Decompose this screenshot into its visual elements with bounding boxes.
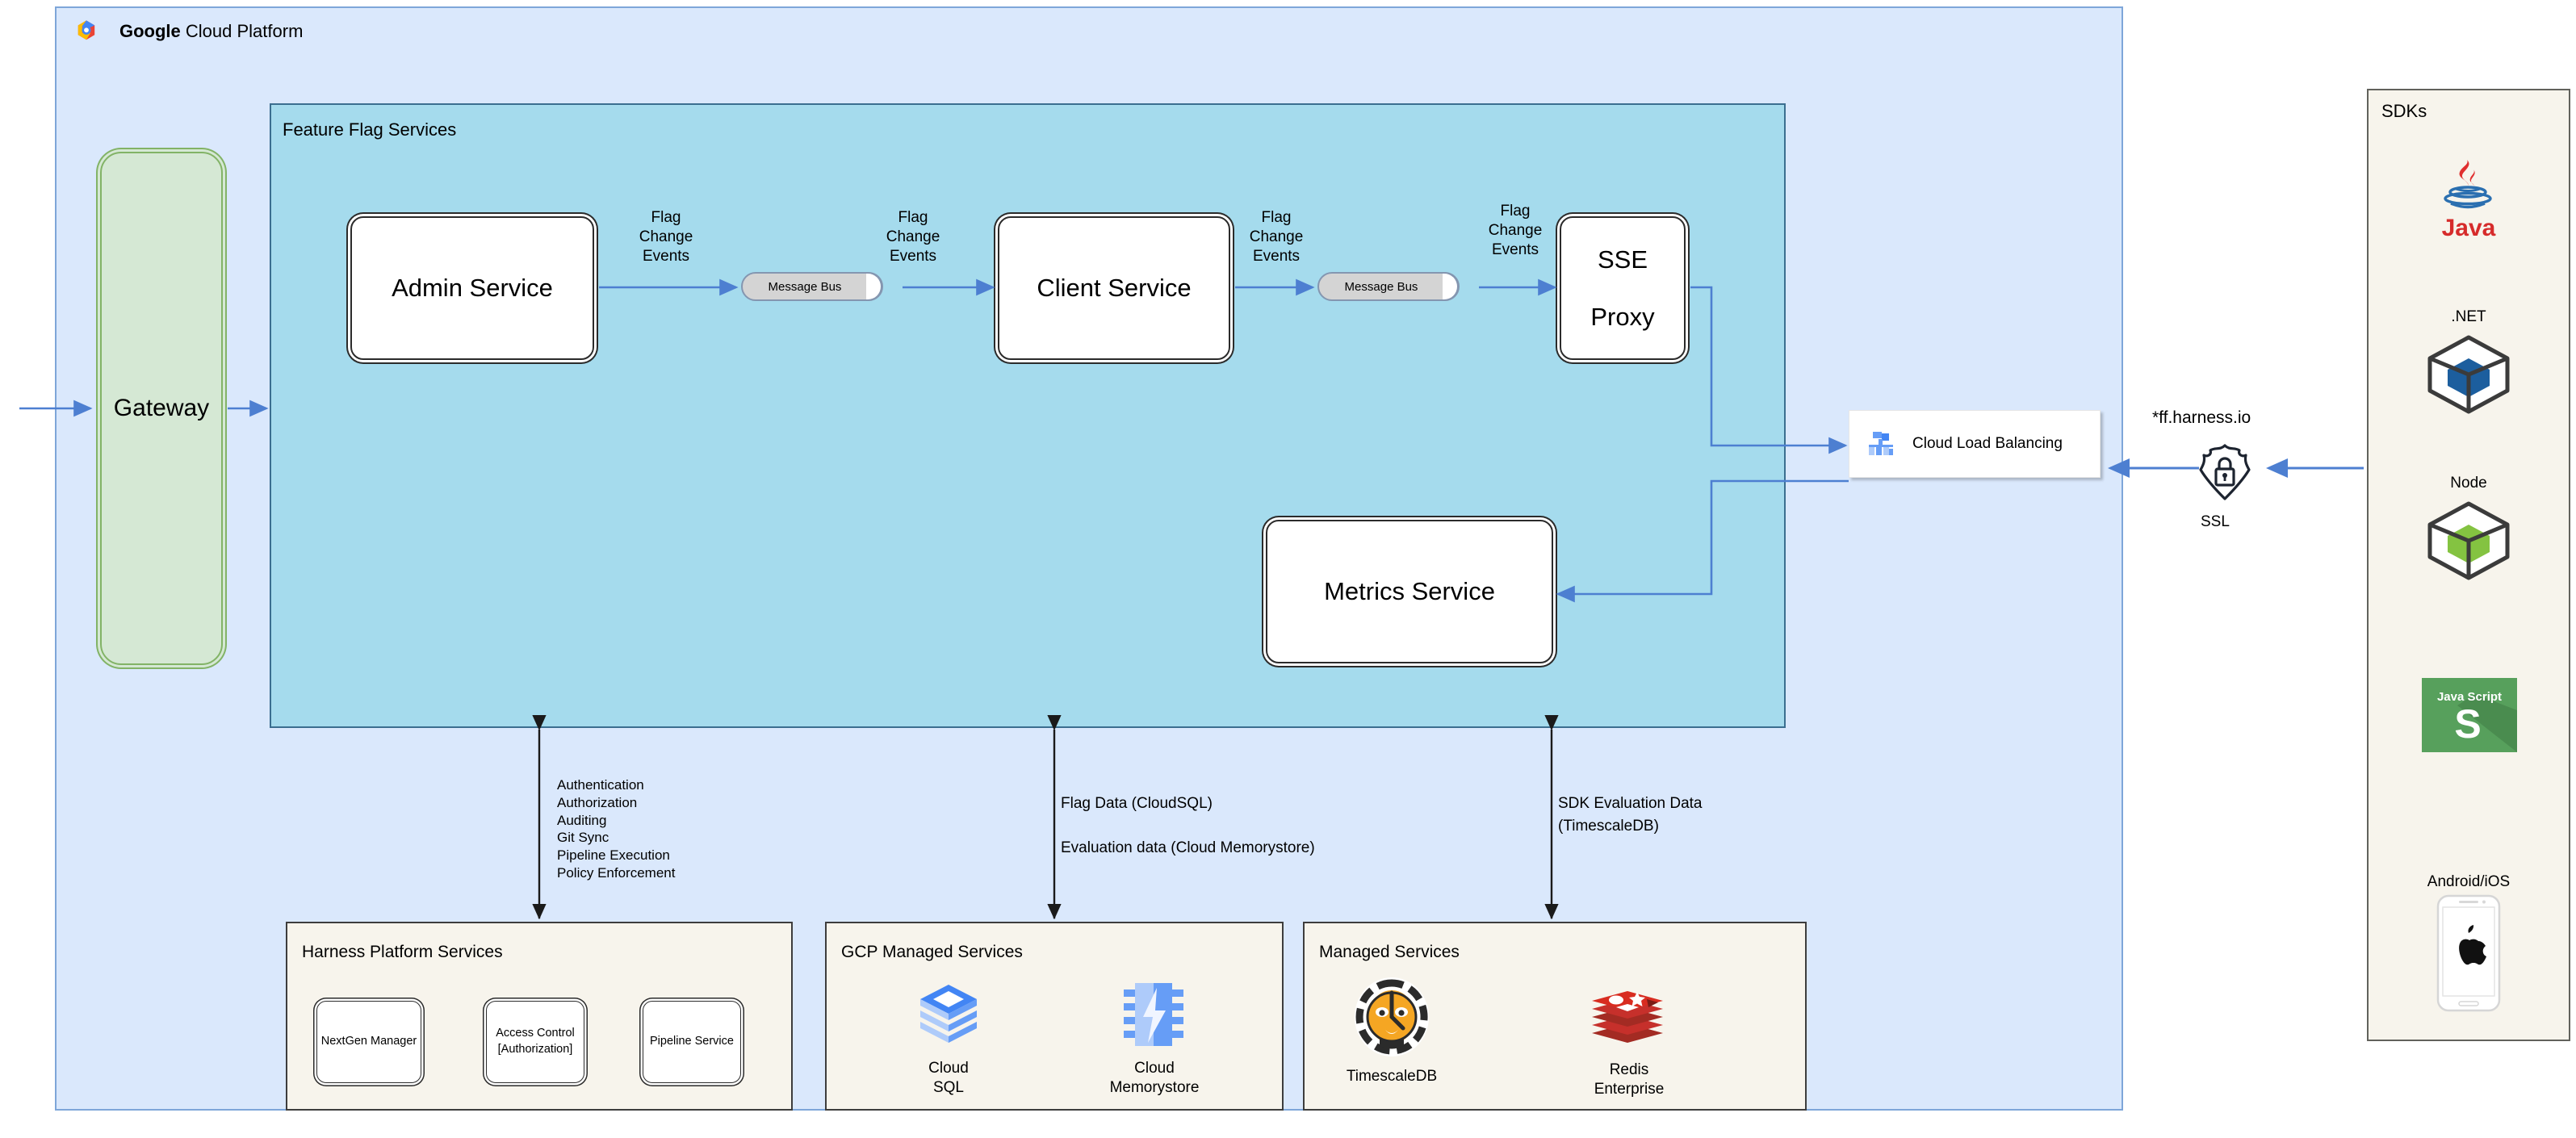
nextgen-manager-label: NextGen Manager	[320, 1035, 417, 1048]
client-service-box[interactable]: Client Service	[998, 216, 1230, 360]
node-label: Node	[2450, 475, 2487, 492]
gcp-managed-services-panel	[825, 922, 1284, 1111]
svg-text:S: S	[2454, 701, 2481, 747]
flow-label-3: Flag Change Events	[1249, 209, 1304, 265]
annotation-gcp-managed: Flag Data (CloudSQL) Evaluation data (Cl…	[1061, 795, 1315, 857]
annotation-managed: SDK Evaluation Data (TimescaleDB)	[1558, 795, 1703, 835]
flow-label-1: Flag Change Events	[639, 209, 693, 265]
cloud-load-balancing-label: Cloud Load Balancing	[1912, 435, 2063, 452]
cloud-memorystore-icon	[1119, 978, 1188, 1055]
message-bus-2-label: Message Bus	[1344, 279, 1418, 294]
pipeline-service-box[interactable]: Pipeline Service	[643, 1001, 741, 1083]
access-control-label: Access Control [Authorization]	[496, 1027, 575, 1056]
gcp-managed-services-title: GCP Managed Services	[841, 943, 1023, 961]
nextgen-manager-box[interactable]: NextGen Manager	[316, 1001, 421, 1083]
gateway-label: Gateway	[113, 395, 210, 421]
timescaledb-tiger-icon	[1353, 977, 1430, 1061]
pipeline-service-label: Pipeline Service	[650, 1035, 734, 1048]
feature-flag-services-title: Feature Flag Services	[283, 119, 457, 140]
message-bus-1[interactable]: Message Bus	[741, 272, 883, 301]
dotnet-cube-icon	[2423, 333, 2514, 420]
redis-enterprise-label: Redis Enterprise	[1594, 1061, 1665, 1098]
dotnet-label: .NET	[2451, 308, 2486, 325]
svg-text:Java Script: Java Script	[2437, 690, 2502, 704]
message-bus-2[interactable]: Message Bus	[1317, 272, 1460, 301]
sse-proxy-box[interactable]: SSE Proxy	[1560, 216, 1686, 360]
cloud-sql-label: Cloud SQL	[928, 1060, 969, 1096]
feature-flag-services-container	[270, 103, 1786, 728]
flow-label-2: Flag Change Events	[886, 209, 940, 265]
gcp-title: Google Cloud Platform	[119, 21, 303, 42]
ssl-label: SSL	[2201, 513, 2230, 530]
access-control-box[interactable]: Access Control [Authorization]	[486, 1001, 584, 1083]
sdks-title: SDKs	[2381, 101, 2427, 121]
harness-platform-services-title: Harness Platform Services	[302, 943, 503, 961]
java-label: Java	[2441, 215, 2496, 241]
redis-icon	[1589, 988, 1666, 1056]
message-bus-1-label: Message Bus	[768, 279, 842, 294]
client-service-label: Client Service	[1037, 274, 1192, 303]
sse-proxy-label: SSE Proxy	[1590, 245, 1654, 332]
cloud-memorystore-label: Cloud Memorystore	[1109, 1060, 1200, 1096]
sse-proxy-line2: Proxy	[1590, 302, 1655, 331]
sse-proxy-line1: SSE	[1597, 245, 1648, 274]
node-cube-icon	[2423, 499, 2514, 587]
managed-services-title: Managed Services	[1319, 943, 1460, 961]
cloud-load-balancing-box[interactable]: Cloud Load Balancing	[1849, 410, 2101, 478]
cloud-sql-icon	[917, 981, 980, 1058]
google-cloud-logo-icon	[73, 18, 100, 45]
cloud-load-balancing-icon	[1864, 429, 1898, 466]
admin-service-box[interactable]: Admin Service	[350, 216, 594, 360]
javascript-logo-icon: Java Script S	[2422, 678, 2517, 752]
gcp-title-bold: Google	[119, 21, 181, 41]
annotation-harness-platform: Authentication Authorization Auditing Gi…	[557, 777, 676, 881]
metrics-service-box[interactable]: Metrics Service	[1266, 520, 1553, 663]
android-ios-label: Android/iOS	[2427, 873, 2511, 890]
ssl-shield-lock-icon	[2196, 442, 2254, 508]
phone-apple-icon	[2436, 894, 2501, 1016]
java-logo-icon	[2431, 158, 2504, 222]
gcp-title-rest: Cloud Platform	[180, 21, 304, 41]
domain-label: *ff.harness.io	[2152, 408, 2251, 427]
gateway-box[interactable]: Gateway	[100, 152, 223, 665]
timescaledb-label: TimescaleDB	[1346, 1068, 1438, 1085]
metrics-service-label: Metrics Service	[1324, 577, 1495, 606]
admin-service-label: Admin Service	[392, 274, 553, 303]
flow-label-4: Flag Change Events	[1488, 203, 1543, 258]
